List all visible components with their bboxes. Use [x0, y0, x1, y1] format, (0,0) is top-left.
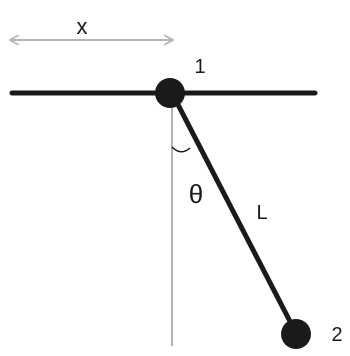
pendulum-rod [169, 90, 299, 336]
length-label: L [256, 202, 267, 224]
x-label: x [77, 14, 88, 39]
pivot-mass [155, 78, 185, 108]
bob-number-label: 2 [331, 324, 342, 346]
angle-arc [171, 146, 191, 153]
angle-theta-label: θ [189, 179, 203, 209]
pivot-number-label: 1 [194, 56, 205, 78]
bob-mass [281, 319, 311, 349]
